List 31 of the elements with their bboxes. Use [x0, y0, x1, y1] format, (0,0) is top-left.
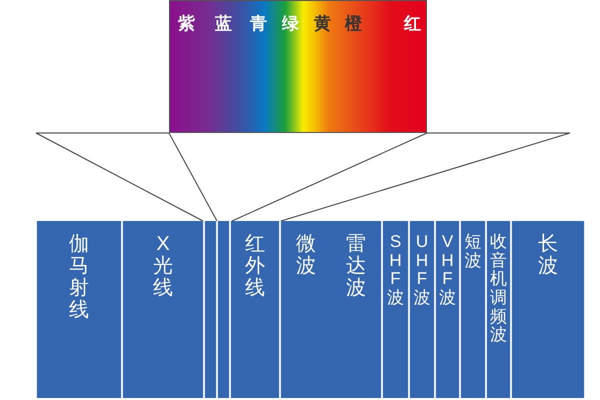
spectrum-band-column — [409, 221, 435, 398]
spectrum-band-column — [230, 221, 280, 398]
vertical-label: 红外线 — [245, 233, 265, 299]
vertical-label: 微波 — [296, 233, 316, 277]
color-label: 蓝 — [215, 15, 232, 32]
vertical-label: 雷达波 — [346, 233, 366, 299]
spectrum-band-column — [36, 221, 122, 398]
color-label: 黄 — [314, 15, 331, 32]
spectrum-band-column — [280, 221, 382, 398]
spectrum-band-column — [382, 221, 409, 398]
color-label: 紫 — [178, 15, 195, 32]
color-label: 绿 — [282, 15, 299, 32]
vertical-label: VHF波 — [439, 233, 456, 308]
spectrum-band-column — [511, 221, 585, 398]
vertical-label: 收音机调频波 — [490, 233, 507, 346]
spectrum-band-column — [460, 221, 486, 398]
narrow-band-column — [204, 221, 217, 398]
vertical-label: X光线 — [153, 233, 173, 299]
visible-spectrum-band — [169, 0, 427, 133]
vertical-label: 伽马射线 — [69, 233, 89, 321]
vertical-label: 短波 — [464, 233, 482, 270]
spectrum-band-column — [122, 221, 204, 398]
vertical-label: SHF波 — [387, 233, 404, 308]
spectrum-band-column — [486, 221, 511, 398]
vertical-label: UHF波 — [414, 233, 430, 308]
spectrum-band-column — [435, 221, 460, 398]
narrow-band-column — [217, 221, 230, 398]
color-label: 橙 — [345, 15, 362, 32]
color-label: 红 — [404, 15, 421, 32]
vertical-label: 长波 — [538, 233, 558, 277]
color-label: 青 — [250, 15, 267, 32]
